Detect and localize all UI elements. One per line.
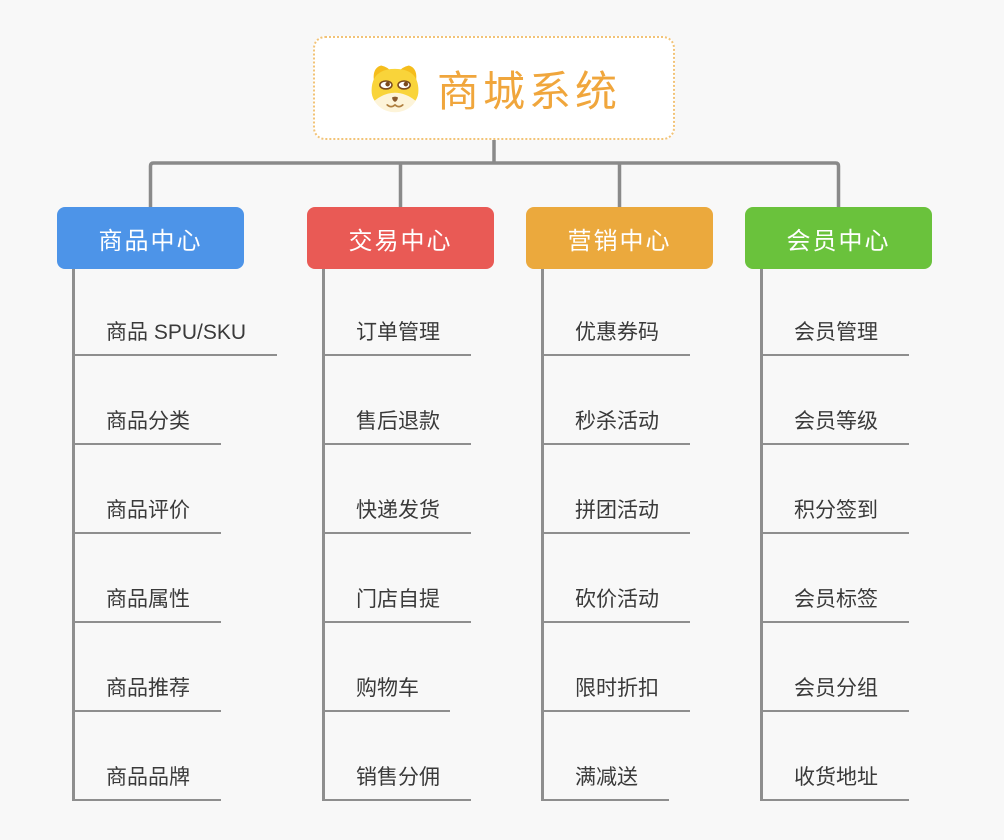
leaf-node[interactable]: 商品品牌 (72, 765, 221, 801)
branch-trunk-line (72, 269, 75, 801)
leaf-node[interactable]: 满减送 (541, 765, 669, 801)
leaf-node[interactable]: 购物车 (322, 676, 450, 712)
dog-face-icon (371, 65, 419, 113)
leaf-node[interactable]: 秒杀活动 (541, 409, 690, 445)
connector-bus-line (148, 161, 841, 207)
root-node[interactable]: 商城系统 (313, 36, 675, 140)
leaf-node[interactable]: 门店自提 (322, 587, 471, 623)
branch-node-member-center[interactable]: 会员中心 (745, 207, 932, 269)
leaf-node[interactable]: 限时折扣 (541, 676, 690, 712)
branch-children-trade-center: 订单管理 售后退款 快递发货 门店自提 购物车 销售分佣 (322, 269, 602, 809)
leaf-node[interactable]: 收货地址 (760, 765, 909, 801)
leaf-node[interactable]: 会员标签 (760, 587, 909, 623)
branch-trunk-line (322, 269, 325, 801)
branch-children-marketing-center: 优惠券码 秒杀活动 拼团活动 砍价活动 限时折扣 满减送 (541, 269, 821, 809)
branch-trunk-line (760, 269, 763, 801)
leaf-node[interactable]: 订单管理 (322, 320, 471, 356)
leaf-node[interactable]: 快递发货 (322, 498, 471, 534)
branch-trunk-line (541, 269, 544, 801)
branch-label: 交易中心 (348, 227, 453, 255)
leaf-node[interactable]: 商品推荐 (72, 676, 221, 712)
leaf-node[interactable]: 售后退款 (322, 409, 471, 445)
branch-label: 营销中心 (567, 227, 672, 255)
leaf-node[interactable]: 优惠券码 (541, 320, 690, 356)
leaf-node[interactable]: 拼团活动 (541, 498, 690, 534)
branch-children-product-center: 商品 SPU/SKU 商品分类 商品评价 商品属性 商品推荐 商品品牌 (72, 269, 352, 809)
root-title: 商城系统 (436, 67, 621, 115)
leaf-node[interactable]: 会员管理 (760, 320, 909, 356)
leaf-node[interactable]: 销售分佣 (322, 765, 471, 801)
branch-node-marketing-center[interactable]: 营销中心 (526, 207, 713, 269)
branch-children-member-center: 会员管理 会员等级 积分签到 会员标签 会员分组 收货地址 (760, 269, 1004, 809)
branch-label: 会员中心 (786, 227, 891, 255)
branch-node-product-center[interactable]: 商品中心 (57, 207, 244, 269)
leaf-node[interactable]: 商品分类 (72, 409, 221, 445)
leaf-node[interactable]: 积分签到 (760, 498, 909, 534)
branch-label: 商品中心 (98, 227, 203, 255)
branch-node-trade-center[interactable]: 交易中心 (307, 207, 494, 269)
leaf-node[interactable]: 商品属性 (72, 587, 221, 623)
leaf-node[interactable]: 会员分组 (760, 676, 909, 712)
leaf-node[interactable]: 商品 SPU/SKU (72, 320, 278, 356)
leaf-node[interactable]: 会员等级 (760, 409, 909, 445)
leaf-node[interactable]: 砍价活动 (541, 587, 690, 623)
leaf-node[interactable]: 商品评价 (72, 498, 221, 534)
